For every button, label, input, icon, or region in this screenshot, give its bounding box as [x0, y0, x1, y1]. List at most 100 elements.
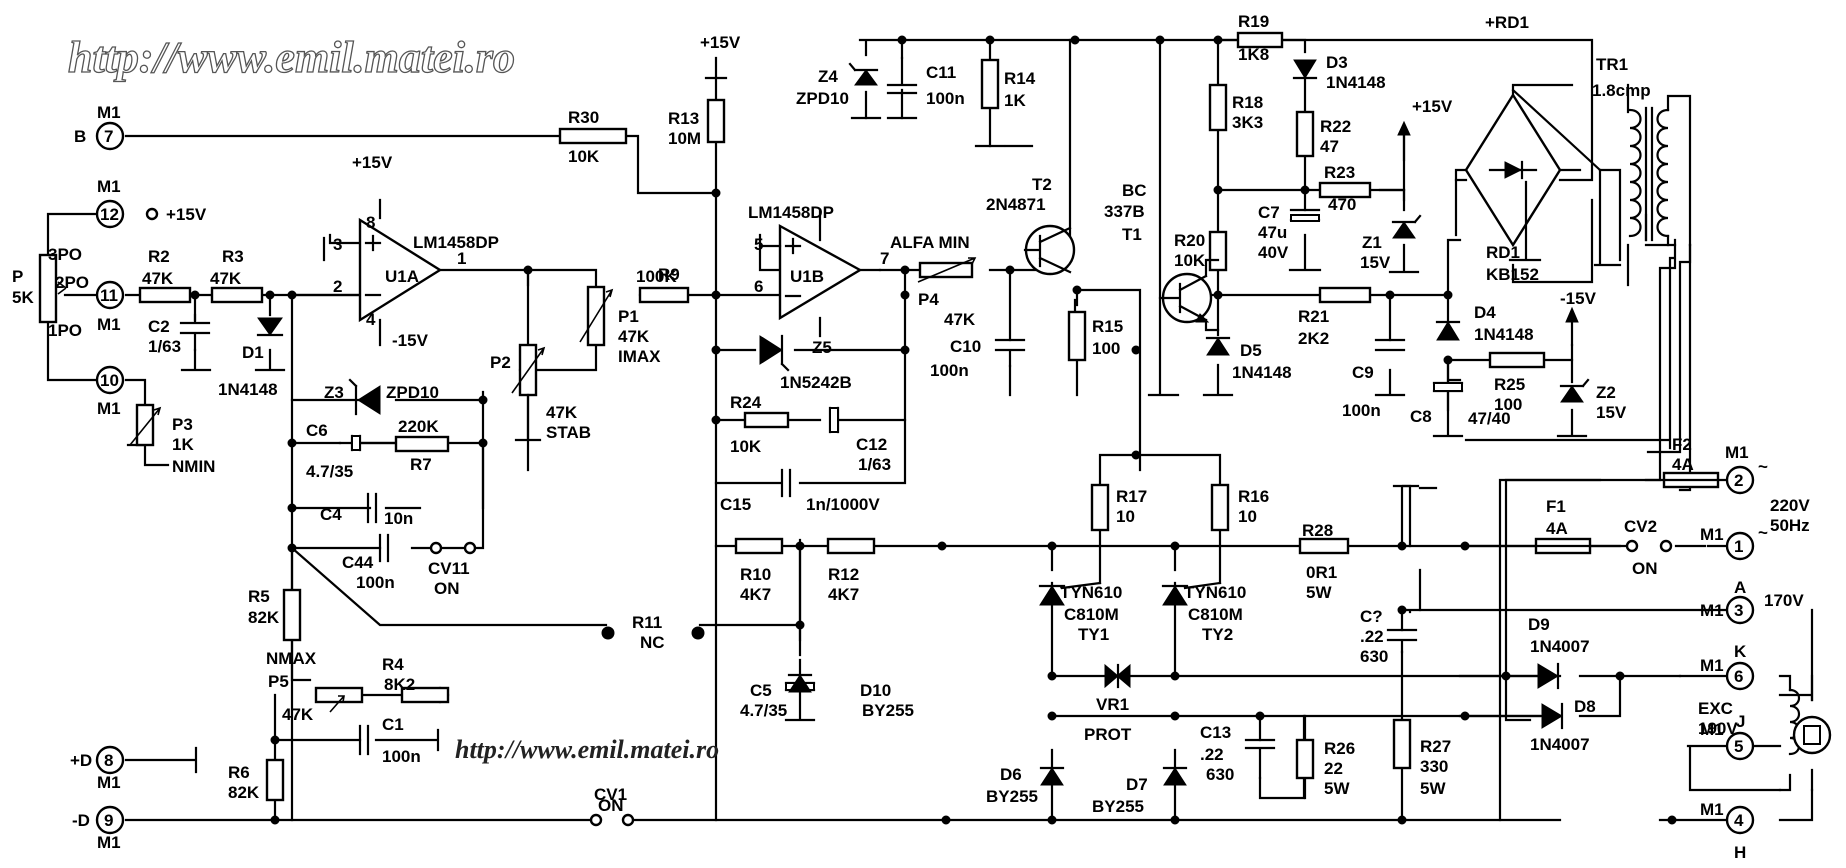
resistor-r24	[743, 411, 790, 429]
resistor-r12	[826, 537, 876, 555]
svg-text:R13: R13	[668, 109, 699, 128]
watermarks: http://www.emil.matei.ro http://www.emil…	[67, 32, 719, 764]
svg-text:BY255: BY255	[1092, 797, 1144, 816]
svg-text:4.7/35: 4.7/35	[740, 701, 787, 720]
svg-text:10: 10	[100, 371, 119, 390]
resistor-r15	[1067, 310, 1087, 362]
svg-text:330: 330	[1420, 757, 1448, 776]
svg-text:D1: D1	[242, 343, 264, 362]
svg-text:P: P	[12, 267, 23, 286]
svg-text:R28: R28	[1302, 521, 1333, 540]
svg-text:.22: .22	[1360, 627, 1384, 646]
svg-text:Z5: Z5	[812, 338, 832, 357]
junction-dots	[190, 35, 1677, 825]
svg-text:100n: 100n	[382, 747, 421, 766]
svg-text:BY255: BY255	[862, 701, 914, 720]
svg-text:1N4007: 1N4007	[1530, 735, 1590, 754]
resistor-r14	[980, 58, 1000, 110]
svg-text:5W: 5W	[1306, 583, 1332, 602]
svg-text:C?: C?	[1360, 607, 1383, 626]
svg-text:2: 2	[333, 277, 342, 296]
svg-text:U1B: U1B	[790, 267, 824, 286]
svg-text:1/63: 1/63	[148, 337, 181, 356]
svg-text:0R1: 0R1	[1306, 563, 1337, 582]
svg-text:100n: 100n	[1342, 401, 1381, 420]
svg-text:47K: 47K	[282, 705, 314, 724]
connector-7: 7 M1 B	[74, 103, 125, 151]
svg-text:3K3: 3K3	[1232, 113, 1263, 132]
svg-text:M1: M1	[1700, 800, 1724, 819]
svg-text:1K8: 1K8	[1238, 45, 1269, 64]
transformer-tr1	[1628, 94, 1692, 247]
svg-text:F2: F2	[1672, 435, 1692, 454]
resistor-r17	[1090, 483, 1110, 532]
svg-text:8: 8	[104, 751, 113, 770]
svg-text:47/40: 47/40	[1468, 409, 1511, 428]
svg-text:R4: R4	[382, 655, 404, 674]
svg-text:R2: R2	[148, 247, 170, 266]
svg-text:C4: C4	[320, 505, 342, 524]
svg-text:3PO: 3PO	[48, 245, 82, 264]
svg-text:7: 7	[104, 127, 113, 146]
resistor-r3	[210, 286, 264, 304]
svg-text:R16: R16	[1238, 487, 1269, 506]
svg-text:R24: R24	[730, 393, 762, 412]
svg-text:RD1: RD1	[1486, 243, 1520, 262]
svg-text:1N4148: 1N4148	[1232, 363, 1292, 382]
svg-text:1N5242B: 1N5242B	[780, 373, 852, 392]
svg-text:1: 1	[1734, 537, 1743, 556]
svg-text:T2: T2	[1032, 175, 1052, 194]
svg-text:630: 630	[1360, 647, 1388, 666]
svg-text:4: 4	[366, 310, 376, 329]
svg-text:R15: R15	[1092, 317, 1123, 336]
resistor-r28	[1298, 537, 1350, 555]
svg-text:M1: M1	[1700, 720, 1724, 739]
resistor-r18	[1208, 83, 1228, 132]
svg-text:C7: C7	[1258, 203, 1280, 222]
svg-text:1n/1000V: 1n/1000V	[806, 495, 880, 514]
svg-text:B: B	[74, 127, 86, 146]
bridge-rectifier-rd1	[1454, 92, 1582, 248]
svg-text:1: 1	[457, 249, 466, 268]
svg-text:-15V: -15V	[392, 331, 429, 350]
connector-2: 2 M1 ~	[1725, 443, 1768, 495]
svg-text:P1: P1	[618, 307, 639, 326]
svg-text:BY255: BY255	[986, 787, 1038, 806]
svg-text:D6: D6	[1000, 765, 1022, 784]
svg-text:R19: R19	[1238, 12, 1269, 31]
svg-text:CV1: CV1	[594, 785, 627, 804]
svg-text:R14: R14	[1004, 69, 1036, 88]
svg-text:2K2: 2K2	[1298, 329, 1329, 348]
svg-text:J: J	[1736, 712, 1745, 731]
svg-text:47K: 47K	[142, 269, 174, 288]
svg-text:4.7/35: 4.7/35	[306, 462, 353, 481]
svg-text:1K: 1K	[172, 435, 194, 454]
svg-text:C1: C1	[382, 715, 404, 734]
svg-text:C44: C44	[342, 553, 374, 572]
connector-3: 3 M1 A	[1700, 578, 1755, 625]
svg-text:C10: C10	[950, 337, 981, 356]
svg-text:100: 100	[1092, 339, 1120, 358]
diodes	[256, 59, 1590, 786]
svg-text:22: 22	[1324, 759, 1343, 778]
svg-text:ON: ON	[1632, 559, 1658, 578]
svg-text:ZPD10: ZPD10	[796, 89, 849, 108]
resistor-r30	[558, 127, 628, 145]
transistors	[1023, 224, 1220, 332]
svg-text:10M: 10M	[668, 129, 701, 148]
svg-text:-D: -D	[72, 811, 90, 830]
svg-text:10n: 10n	[384, 509, 413, 528]
svg-text:337B: 337B	[1104, 202, 1145, 221]
svg-text:ON: ON	[598, 796, 624, 815]
resistor-r13	[706, 98, 726, 144]
svg-text:R23: R23	[1324, 163, 1355, 182]
svg-text:10: 10	[1116, 507, 1135, 526]
svg-text:630: 630	[1206, 765, 1234, 784]
svg-text:D4: D4	[1474, 303, 1496, 322]
svg-text:H: H	[1734, 843, 1746, 862]
connector-8: 8 M1 +D	[70, 745, 125, 792]
svg-text:R21: R21	[1298, 307, 1329, 326]
svg-text:170V: 170V	[1764, 591, 1804, 610]
